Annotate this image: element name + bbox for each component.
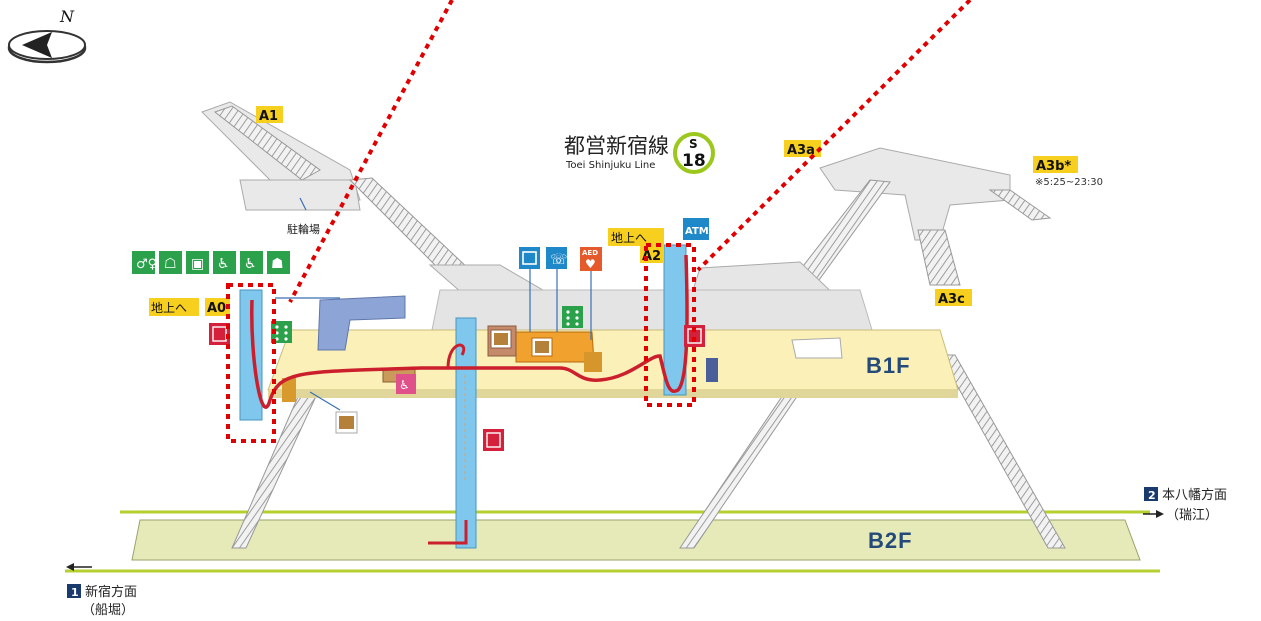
exit-label-a3b: A3b* xyxy=(1033,156,1078,174)
station-code-icon xyxy=(673,132,715,174)
atm-icon: ATM xyxy=(683,218,709,240)
bicycle-parking-label: 駐輪場 xyxy=(287,222,320,236)
svg-text:A0: A0 xyxy=(207,301,226,316)
to-ground-label-left: 地上へ xyxy=(151,301,187,315)
aed-icon: AED ♥ xyxy=(580,247,602,271)
wheelchair-icon xyxy=(240,251,263,274)
accessible-route xyxy=(250,254,689,409)
accessible-route-b2f xyxy=(428,520,468,545)
baby-room-icon xyxy=(186,251,209,274)
highlight-box-a2 xyxy=(644,243,696,407)
platform-2-sub: （瑞江） xyxy=(1166,508,1218,523)
compass-north-label: N xyxy=(59,7,75,26)
platform-1-sub: （船堀） xyxy=(82,603,134,618)
platform-1-number-icon xyxy=(67,584,81,598)
stairs-opening-right xyxy=(791,337,843,359)
exit-label-a0: 地上へ A0 xyxy=(149,298,230,316)
b1f-concourse: B1F xyxy=(267,329,959,398)
ticket-gate-left xyxy=(282,378,296,402)
svg-text:☖: ☖ xyxy=(164,256,177,272)
svg-text:2: 2 xyxy=(1148,489,1156,502)
svg-text:♿: ♿ xyxy=(399,378,410,392)
to-ground-label-right: 地上へ xyxy=(611,231,647,245)
floor-label-b1f: B1F xyxy=(866,353,911,378)
line-name-ja: 都営新宿線 xyxy=(564,134,669,158)
toilet-icon xyxy=(132,251,155,274)
svg-text:A3c: A3c xyxy=(938,292,965,307)
svg-text:♂♀: ♂♀ xyxy=(136,257,157,272)
leader-lines xyxy=(275,197,592,411)
station-code-letter: S xyxy=(689,137,698,151)
exit-label-a2: 地上へ A2 xyxy=(608,228,664,264)
elevator-icon-b2f xyxy=(483,429,504,451)
platform-1-dest: 新宿方面 xyxy=(85,584,137,600)
elevator-car-right xyxy=(706,358,718,382)
svg-text:A3b*: A3b* xyxy=(1036,159,1071,174)
svg-text:1: 1 xyxy=(71,586,79,599)
staff-icon xyxy=(531,337,553,357)
svg-text:A1: A1 xyxy=(259,109,278,124)
stairs-b2f-right xyxy=(939,354,1066,549)
ostomate-icon xyxy=(213,251,236,274)
phone-icon: ☏ xyxy=(546,247,568,269)
svg-text:☏: ☏ xyxy=(550,252,568,268)
svg-text:♥: ♥ xyxy=(585,257,596,271)
line-name-en: Toei Shinjuku Line xyxy=(565,160,655,171)
aed-label: AED xyxy=(582,249,598,257)
line-badge: 都営新宿線 Toei Shinjuku Line S 18 xyxy=(564,132,715,174)
b2f-platform: B2F xyxy=(65,510,1160,573)
escalator-block xyxy=(317,295,406,351)
elevator-shaft-center xyxy=(455,317,477,549)
fare-adjustment-icon xyxy=(519,247,540,269)
platform-2-number-icon xyxy=(1144,487,1158,501)
baby-changing-icon xyxy=(159,251,182,274)
svg-text:▣: ▣ xyxy=(191,256,204,272)
atm-label: ATM xyxy=(685,226,709,237)
accessible-route-center xyxy=(446,343,466,369)
highlight-pointer-left xyxy=(288,0,454,303)
multipurpose-icon xyxy=(267,251,290,274)
highlight-box-a0 xyxy=(226,283,276,443)
ticket-machine-panel-icon-left xyxy=(271,321,292,343)
floor-label-b2f: B2F xyxy=(868,528,913,553)
exit-a3b-hours: ※5:25~23:30 xyxy=(1035,177,1103,188)
station-code-number: 18 xyxy=(682,151,706,171)
exit-label-a1: A1 xyxy=(256,106,283,124)
platform-2-dest: 本八幡方面 xyxy=(1162,487,1227,503)
svg-text:♿: ♿ xyxy=(217,256,230,272)
exit-label-a3c: A3c xyxy=(935,289,972,307)
svg-text:☗: ☗ xyxy=(271,256,284,272)
compass-icon: N xyxy=(7,7,87,64)
platform-2-direction: 2 本八幡方面 （瑞江） xyxy=(1143,487,1227,523)
info-icon xyxy=(335,411,358,434)
highlight-annotations xyxy=(226,0,972,443)
highlight-pointer-right xyxy=(696,0,972,272)
ticket-machine-panel-icon xyxy=(562,306,583,328)
platform-1-direction: 1 新宿方面 （船堀） xyxy=(66,563,137,618)
facility-icon-row: ♂♀ ☖ ▣ ♿ ♿ ☗ xyxy=(132,251,290,274)
svg-text:♿: ♿ xyxy=(244,256,257,272)
staff-icon-2 xyxy=(490,329,512,349)
toilet-pink-icon: ♿ xyxy=(396,374,416,394)
exit-label-a3a: A3a xyxy=(784,140,821,158)
svg-text:A3a: A3a xyxy=(787,143,815,158)
